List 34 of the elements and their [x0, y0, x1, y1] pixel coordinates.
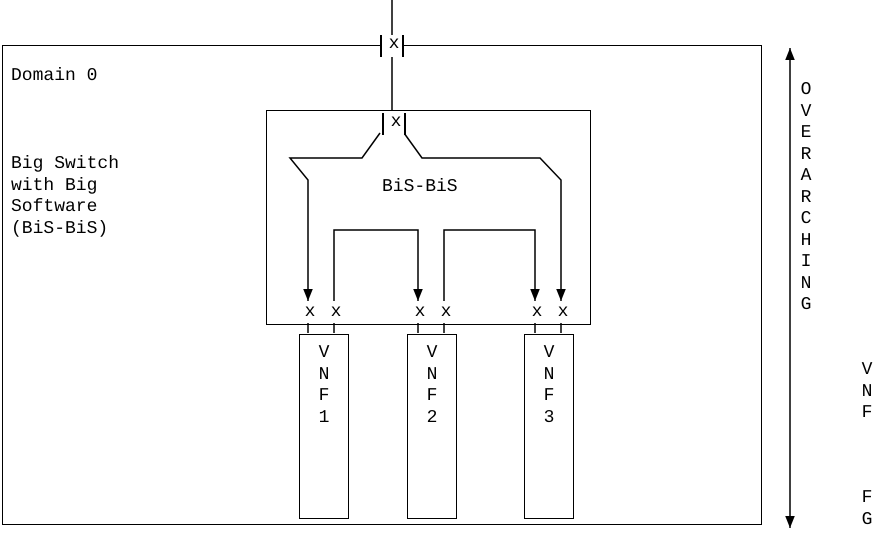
- vnf-box: [407, 334, 457, 519]
- connector: [403, 132, 566, 301]
- node-label: x: [330, 302, 342, 324]
- connector: [288, 132, 381, 301]
- connector: [534, 321, 536, 333]
- vnf-box: [524, 334, 574, 519]
- node-label: BiS-BiS: [382, 177, 459, 198]
- vertical-label: OVERARCHING: [800, 80, 812, 316]
- port-box: [382, 113, 406, 135]
- connector: [307, 321, 309, 333]
- node-label: VNF2: [426, 343, 438, 429]
- switch-box: [266, 110, 591, 325]
- connector: [391, 0, 393, 35]
- domain-label: Domain 0: [11, 66, 98, 88]
- node-label: x: [414, 302, 426, 324]
- connector: [417, 321, 419, 333]
- connector: [391, 57, 393, 111]
- node-label: x: [304, 302, 316, 324]
- vertical-label: FG: [860, 488, 874, 531]
- connector: [560, 321, 562, 333]
- connector: [443, 229, 540, 301]
- node-label: x: [440, 302, 452, 324]
- connector: [333, 321, 335, 333]
- node-label: VNF1: [318, 343, 330, 429]
- connector: [333, 229, 423, 301]
- connector: [443, 321, 445, 333]
- node-label: x: [388, 34, 400, 56]
- node-label: x: [390, 112, 402, 134]
- node-label: VNF3: [542, 343, 556, 429]
- vertical-label: VNF: [860, 360, 874, 424]
- node-label: x: [530, 302, 544, 324]
- node-label: x: [556, 302, 570, 324]
- domain-label: Big Switch with Big Software (BiS-BiS): [11, 154, 120, 240]
- vnf-box: [299, 334, 349, 519]
